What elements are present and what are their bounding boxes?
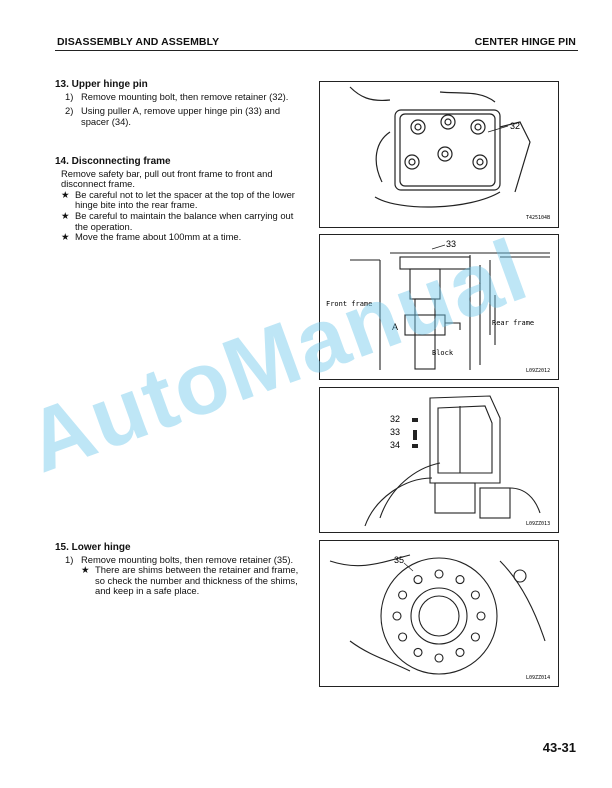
label-32: 32 <box>510 121 520 131</box>
bolt-head <box>476 611 486 621</box>
label-32: 32 <box>390 414 400 424</box>
bolt-head <box>455 647 465 657</box>
section-title: 14. Disconnecting frame <box>55 156 171 167</box>
rear-frame-label: Rear frame <box>492 319 534 327</box>
figure-code: L09ZZ014 <box>526 675 550 681</box>
puller-label-a: A <box>392 322 398 332</box>
bolt-head <box>413 575 423 585</box>
note-text: Move the frame about 100mm at a time. <box>75 231 242 243</box>
step-text: Using puller A, remove upper hinge pin (… <box>81 105 281 127</box>
machine-drawing: 32 33 34 L09ZZ013 <box>364 395 550 527</box>
step-number: 1) <box>65 553 74 565</box>
figure-code: T425104B <box>526 215 550 221</box>
note-item: ★ Be careful to maintain the balance whe… <box>55 209 307 232</box>
figure-code: L09ZZ013 <box>526 521 550 527</box>
bolt-head <box>470 590 480 600</box>
block-label: Block <box>432 349 454 357</box>
note-text: Be careful to maintain the balance when … <box>75 209 294 232</box>
step-text: Remove mounting bolts, then remove retai… <box>81 553 294 565</box>
figure-lower-hinge-retainer: 35 L09ZZ014 <box>319 540 559 687</box>
step-item: 1) Remove mounting bolts, then remove re… <box>55 553 307 566</box>
section-title: 13. Upper hinge pin <box>55 79 148 90</box>
star-icon: ★ <box>61 188 70 200</box>
header-topic-title: CENTER HINGE PIN <box>474 36 576 48</box>
label-35: 35 <box>394 555 404 565</box>
page-number: 43-31 <box>542 740 576 755</box>
bolt-head <box>470 632 480 642</box>
figure-upper-hinge-retainer: 32 T425104B <box>319 81 559 228</box>
bolt-head <box>434 653 444 663</box>
step-number: 2) <box>65 105 74 117</box>
step-item: 2) Using puller A, remove upper hinge pi… <box>55 105 307 127</box>
label-34: 34 <box>390 440 400 450</box>
figure-code: L09Z2012 <box>526 368 550 374</box>
label-33: 33 <box>390 427 400 437</box>
section-intro: Remove safety bar, pull out front frame … <box>61 167 273 190</box>
label-33: 33 <box>446 239 456 249</box>
note-item: ★ There are shims between the retainer a… <box>55 564 307 597</box>
bolt-head <box>392 611 402 621</box>
step-item: 1) Remove mounting bolt, then remove ret… <box>55 90 307 103</box>
section-disconnecting-frame: 14. Disconnecting frame Remove safety ba… <box>55 156 307 243</box>
step-text: Remove mounting bolt, then remove retain… <box>81 90 289 102</box>
note-text: There are shims between the retainer and… <box>95 564 299 597</box>
bolt-ring <box>392 569 486 663</box>
puller-drawing: 33 Front frame Rear frame A Block L09Z20… <box>326 239 550 374</box>
header-section-title: DISASSEMBLY AND ASSEMBLY <box>57 36 220 48</box>
star-icon: ★ <box>81 564 90 576</box>
step-number: 1) <box>65 90 74 102</box>
bolt-head <box>398 590 408 600</box>
bolt-head <box>398 632 408 642</box>
figure-hinge-pin-puller: 33 Front frame Rear frame A Block L09Z20… <box>319 234 559 380</box>
retainer-drawing: 32 T425104B <box>349 86 550 221</box>
front-frame-label: Front frame <box>326 300 372 308</box>
star-icon: ★ <box>61 209 70 221</box>
bolt-head <box>413 647 423 657</box>
figure-machine-overview: 32 33 34 L09ZZ013 <box>319 387 559 533</box>
note-item: ★ Move the frame about 100mm at a time. <box>55 232 307 243</box>
star-icon: ★ <box>61 231 70 243</box>
header-rule <box>55 50 578 51</box>
section-lower-hinge: 15. Lower hinge 1) Remove mounting bolts… <box>55 542 307 597</box>
bolt-head <box>455 575 465 585</box>
section-title: 15. Lower hinge <box>55 542 131 553</box>
note-item: ★ Be careful not to let the spacer at th… <box>55 188 307 211</box>
note-text: Be careful not to let the spacer at the … <box>75 188 295 211</box>
bolt-head <box>434 569 444 579</box>
lower-retainer-drawing: 35 L09ZZ014 <box>329 554 550 681</box>
section-upper-hinge-pin: 13. Upper hinge pin 1) Remove mounting b… <box>55 79 307 127</box>
